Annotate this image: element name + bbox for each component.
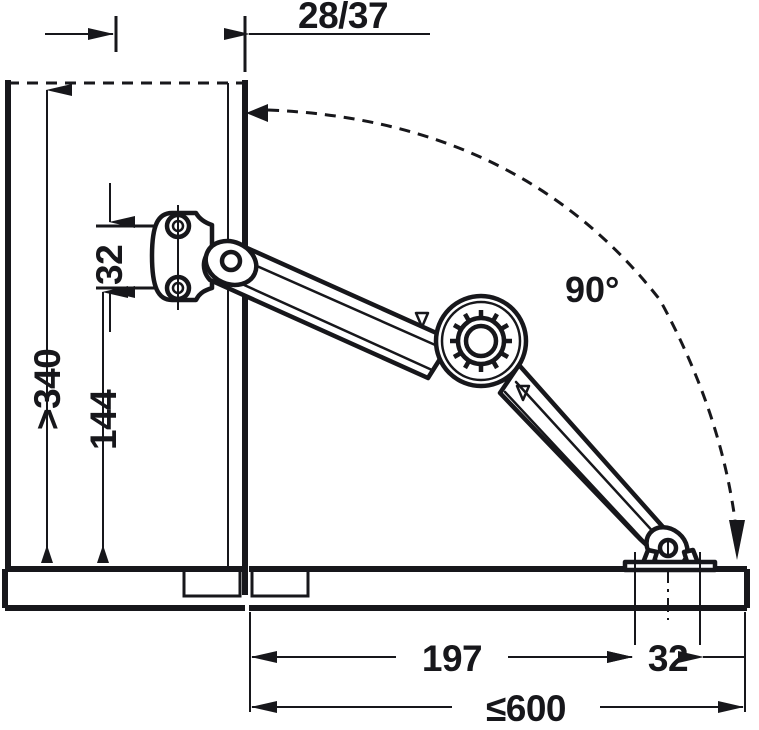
upper-arm bbox=[201, 238, 455, 381]
dim-label-backdrop-600 bbox=[452, 682, 600, 730]
dim-label-backdrop-197 bbox=[396, 633, 508, 681]
dim-arrow-bottom-pivot-height bbox=[97, 545, 109, 563]
dimension-label-hole-spacing: 32 bbox=[89, 245, 130, 285]
dimension-overall-width: ≤600 bbox=[251, 682, 744, 730]
gear-hub-bore bbox=[463, 323, 499, 359]
dimension-label-base-offset: 32 bbox=[648, 638, 688, 679]
dimension-base-inner-depth: 197 bbox=[251, 633, 633, 681]
dimension-label-base-inner-depth: 197 bbox=[422, 638, 482, 679]
swing-arc-arrow-end bbox=[729, 520, 745, 560]
arm-marker-triangle-lower bbox=[515, 384, 531, 402]
gear-hub-teeth bbox=[450, 310, 512, 372]
dimension-base-offset: 32 bbox=[592, 638, 745, 679]
upper-arm-inner-line bbox=[230, 253, 444, 350]
gear-hub-outer-inner bbox=[440, 300, 522, 382]
dimension-top-offset: 28/37 bbox=[45, 0, 430, 72]
swing-arc-arrow-start bbox=[246, 104, 268, 122]
lower-arm-inner-line bbox=[514, 380, 670, 550]
arm-marker-triangle-upper bbox=[414, 311, 430, 329]
mounting-plate bbox=[149, 205, 215, 310]
dimension-pivot-height: 144 bbox=[83, 286, 128, 563]
dim-arrow-bottom-cabinet-height bbox=[41, 545, 53, 563]
dimension-label-cabinet-height: >340 bbox=[27, 349, 68, 430]
dimension-cabinet-height: >340 bbox=[27, 84, 72, 563]
lower-arm bbox=[497, 362, 690, 570]
mounting-plate-body bbox=[149, 210, 215, 303]
swing-arc: 90° bbox=[246, 104, 745, 560]
dimension-label-pivot-height: 144 bbox=[83, 389, 124, 450]
base-bracket bbox=[622, 547, 718, 573]
base-bracket-plate bbox=[622, 559, 718, 573]
upper-arm-inner-line-2 bbox=[220, 273, 434, 372]
lower-arm-inner-line-2 bbox=[503, 390, 657, 555]
dimension-label-top-offset: 28/37 bbox=[298, 0, 388, 36]
base-notch-left bbox=[182, 568, 242, 598]
dimension-hole-spacing: 32 bbox=[89, 183, 178, 332]
cabinet-side-panel bbox=[5, 80, 248, 595]
base-extension-lines bbox=[249, 540, 746, 712]
swing-arc-path bbox=[267, 108, 737, 521]
dimension-label-overall-width: ≤600 bbox=[486, 688, 566, 729]
angle-label-90: 90° bbox=[565, 269, 619, 310]
base-notch-right bbox=[250, 568, 310, 598]
gear-hub bbox=[433, 293, 529, 389]
upper-arm-pivot-pin bbox=[219, 249, 243, 273]
